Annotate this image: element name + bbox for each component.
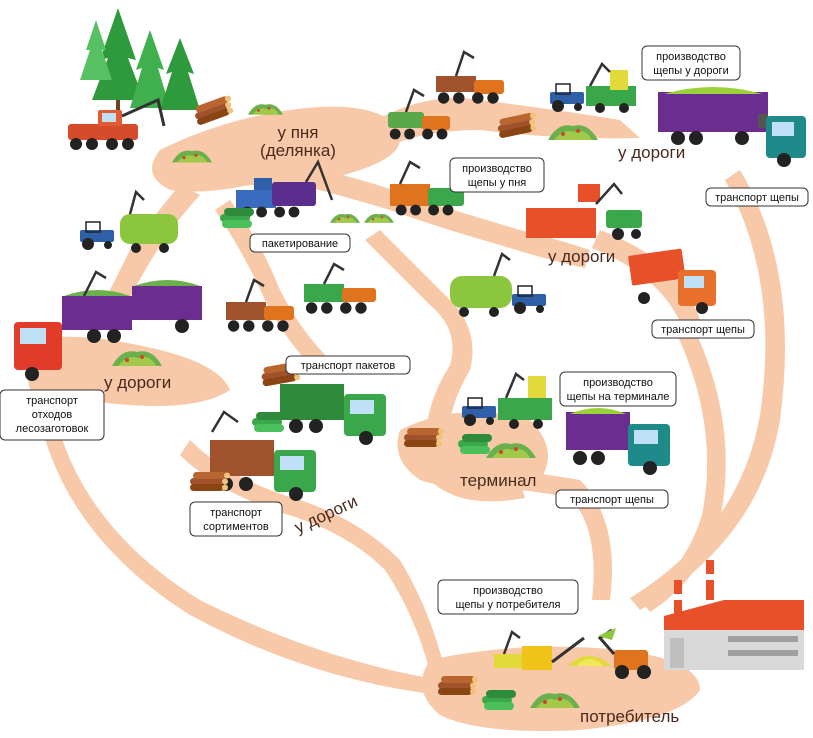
callout-assort-transport: транспорт сортиментов (189, 501, 283, 537)
forwarder-icon (304, 262, 376, 314)
chipper-icon (390, 160, 464, 216)
chipper-icon (549, 61, 636, 113)
svg-text:производство: производство (583, 377, 653, 389)
stage-consumer: потребитель (580, 707, 679, 726)
callout-chip-transport-top: транспорт щепы (705, 187, 809, 207)
chipper-icon (526, 182, 642, 240)
callout-bundling: пакетирование (249, 233, 351, 253)
svg-text:транспорт пакетов: транспорт пакетов (301, 360, 396, 372)
stage-stump: у пня (277, 123, 318, 142)
svg-text:пакетирование: пакетирование (262, 238, 338, 250)
svg-text:щепы у дороги: щепы у дороги (653, 65, 728, 77)
forest-icon (80, 8, 200, 120)
callout-chip-transport-mid: транспорт щепы (651, 319, 755, 339)
svg-text:производство: производство (656, 51, 726, 63)
callout-chip-terminal: производство щепы на терминале (559, 371, 677, 407)
stage-terminal: терминал (460, 471, 536, 490)
truck-icon (280, 384, 386, 445)
loader-icon (210, 410, 239, 433)
svg-text:сортиментов: сортиментов (203, 521, 269, 533)
stage-road-mid: у дороги (548, 247, 615, 266)
callout-waste-transport: транспорт отходов лесозаготовок (0, 389, 105, 441)
svg-text:транспорт щепы: транспорт щепы (570, 494, 654, 506)
truck-icon (658, 87, 806, 167)
chipper-icon (461, 372, 552, 429)
svg-text:щепы у пня: щепы у пня (468, 177, 527, 189)
forwarder-icon (436, 50, 504, 104)
callout-chip-stump: производство щепы у пня (449, 157, 545, 193)
stage-road-top: у дороги (618, 143, 685, 162)
loader-icon (597, 628, 651, 679)
svg-text:транспорт щепы: транспорт щепы (715, 192, 799, 204)
callout-bundle-transport: транспорт пакетов (285, 355, 411, 375)
svg-text:щепы у потребителя: щепы у потребителя (456, 599, 561, 611)
chipper-icon (494, 629, 585, 670)
svg-text:производство: производство (473, 585, 543, 597)
forwarder-icon (388, 88, 450, 140)
stage-road-left: у дороги (104, 373, 171, 392)
svg-text:производство: производство (462, 163, 532, 175)
svg-text:отходов: отходов (32, 409, 73, 421)
truck-icon (628, 248, 716, 314)
truck-icon (14, 270, 202, 381)
factory-icon (664, 560, 804, 670)
svg-text:лесозаготовок: лесозаготовок (16, 423, 89, 435)
bundler-icon (236, 159, 334, 218)
forwarder-icon (226, 278, 294, 332)
svg-text:транспорт: транспорт (210, 507, 262, 519)
callout-chip-consumer: производство щепы у потребителя (437, 579, 579, 615)
truck-icon (566, 408, 670, 475)
harvester-icon (68, 97, 166, 150)
svg-text:щепы на терминале: щепы на терминале (567, 391, 670, 403)
forwarder-icon (450, 251, 547, 317)
forwarder-icon (79, 189, 178, 253)
svg-text:транспорт щепы: транспорт щепы (661, 324, 745, 336)
callout-chip-road: производство щепы у дороги (641, 45, 741, 81)
svg-text:транспорт: транспорт (26, 395, 78, 407)
stage-stump-sub: (делянка) (260, 141, 336, 160)
callout-chip-transport-terminal: транспорт щепы (555, 489, 669, 509)
